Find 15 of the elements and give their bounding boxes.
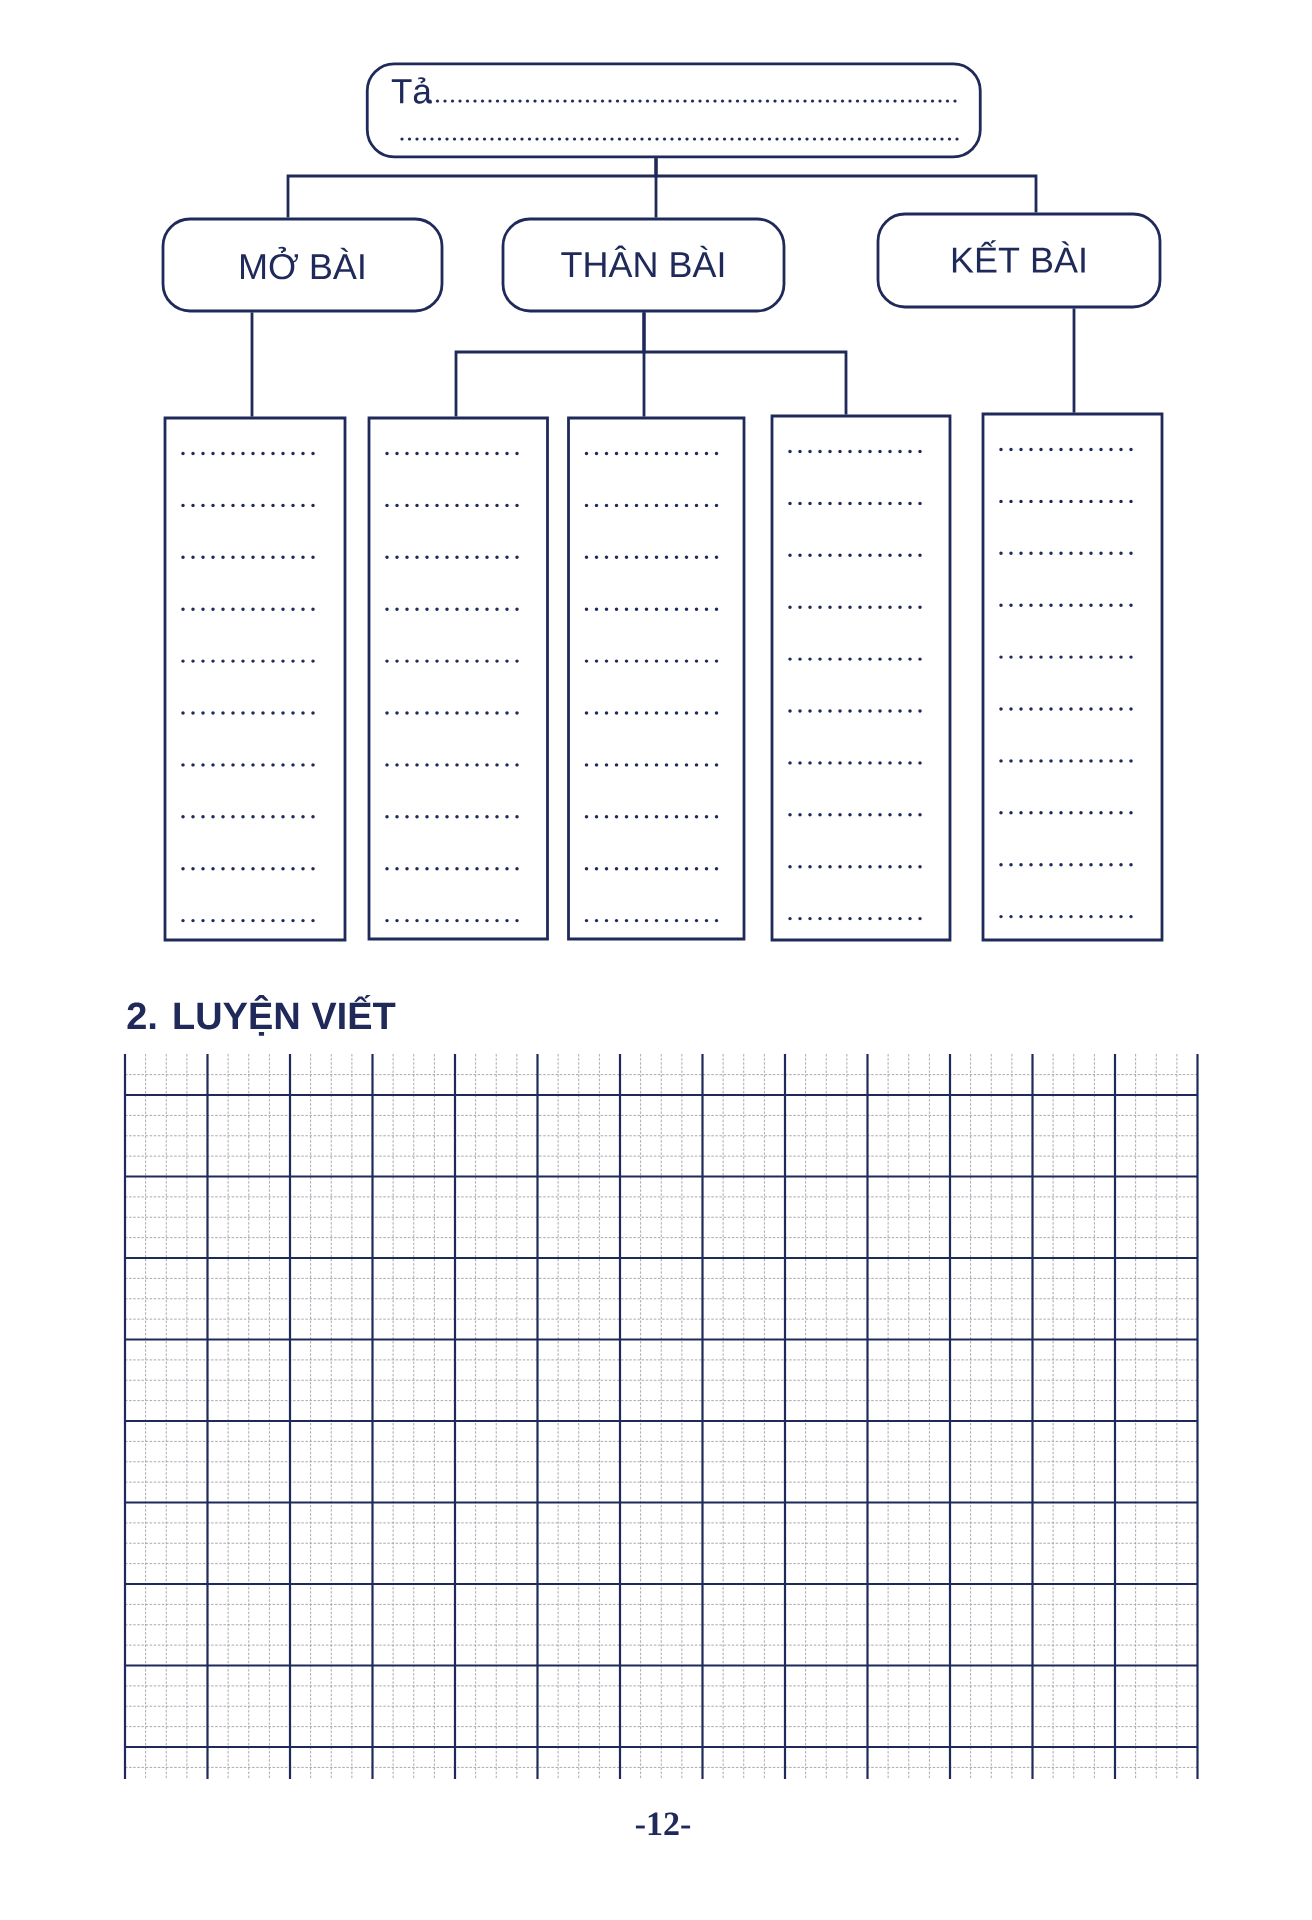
connector-line [642,312,848,415]
section-box: MỞ BÀI [161,217,444,313]
section-box: THÂN BÀI [501,217,786,313]
connector-line [654,158,1038,213]
connector-line [250,312,254,417]
answer-box [367,416,549,941]
answer-box [567,416,746,941]
answer-box [981,412,1164,942]
answer-box [163,416,347,942]
section-heading: 2. LUYỆN VIẾT [127,994,396,1036]
answer-box [770,414,952,942]
connector-line [1072,308,1076,413]
section-box: KẾT BÀI [876,212,1162,309]
page-number: -12- [635,1812,691,1835]
topic-box: Tả [365,62,982,159]
